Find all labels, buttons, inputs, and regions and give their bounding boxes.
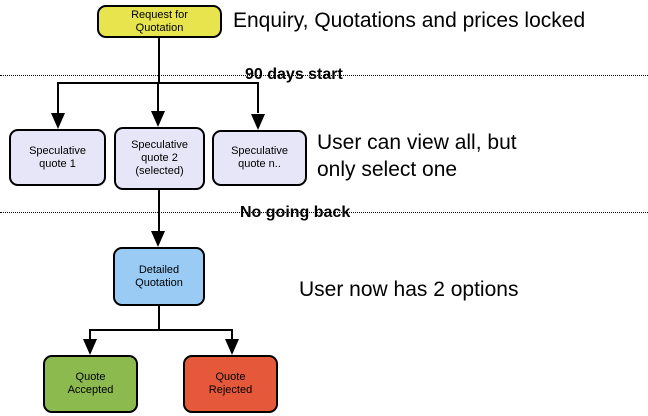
connector-branch-to-quote1: [57, 84, 59, 113]
connector-branch-to-accepted: [89, 331, 91, 341]
node-label-speculative-quote-n: Speculative quote n..: [231, 145, 288, 170]
connector-quote2-to-detailed: [158, 190, 160, 233]
node-label-quote-rejected: Quote Rejected: [208, 371, 253, 396]
node-label-speculative-quote-1: Speculative quote 1: [29, 144, 86, 170]
connector-request-to-branch: [158, 38, 160, 82]
milestone-label-no-going-back: No going back: [240, 204, 351, 221]
node-speculative-quote-1: Speculative quote 1: [9, 129, 106, 186]
annotation-user-two-options: User now has 2 options: [299, 278, 519, 301]
node-label-quote-accepted: Quote Accepted: [67, 371, 114, 396]
milestone-dotted-line-1: [0, 75, 648, 76]
branch-line-speculative: [57, 82, 259, 84]
annotation-enquiry-quotations-locked: Enquiry, Quotations and prices locked: [233, 9, 586, 32]
milestone-dotted-line-2: [0, 212, 648, 213]
branch-line-outcome: [89, 329, 233, 331]
connector-branch-to-rejected: [231, 331, 233, 341]
arrowhead-icon-quote2: [151, 111, 165, 127]
node-request-for-quotation: Request for Quotation: [97, 5, 222, 38]
connector-branch-to-quote2: [157, 84, 159, 113]
node-quote-accepted: Quote Accepted: [43, 355, 138, 413]
arrowhead-icon-rejected: [225, 339, 239, 355]
arrowhead-icon-quoten: [251, 114, 265, 130]
node-detailed-quotation: Detailed Quotation: [113, 247, 205, 306]
connector-detailed-to-branch: [158, 306, 160, 331]
node-label-detailed-quotation: Detailed Quotation: [135, 263, 183, 289]
annotation-user-can-view-all: User can view all, but only select one: [317, 131, 517, 181]
arrowhead-icon-accepted: [83, 339, 97, 355]
node-speculative-quote-2: Speculative quote 2 (selected): [114, 127, 205, 190]
node-label-speculative-quote-2: Speculative quote 2 (selected): [131, 139, 188, 177]
milestone-label-90-days-start: 90 days start: [245, 66, 343, 83]
arrowhead-icon-quote1: [51, 113, 65, 129]
arrowhead-icon-detailed: [151, 231, 165, 247]
node-speculative-quote-n: Speculative quote n..: [212, 130, 307, 186]
node-label-request-for-quotation: Request for Quotation: [131, 8, 188, 34]
connector-branch-to-quoten: [257, 84, 259, 113]
node-quote-rejected: Quote Rejected: [183, 355, 278, 413]
